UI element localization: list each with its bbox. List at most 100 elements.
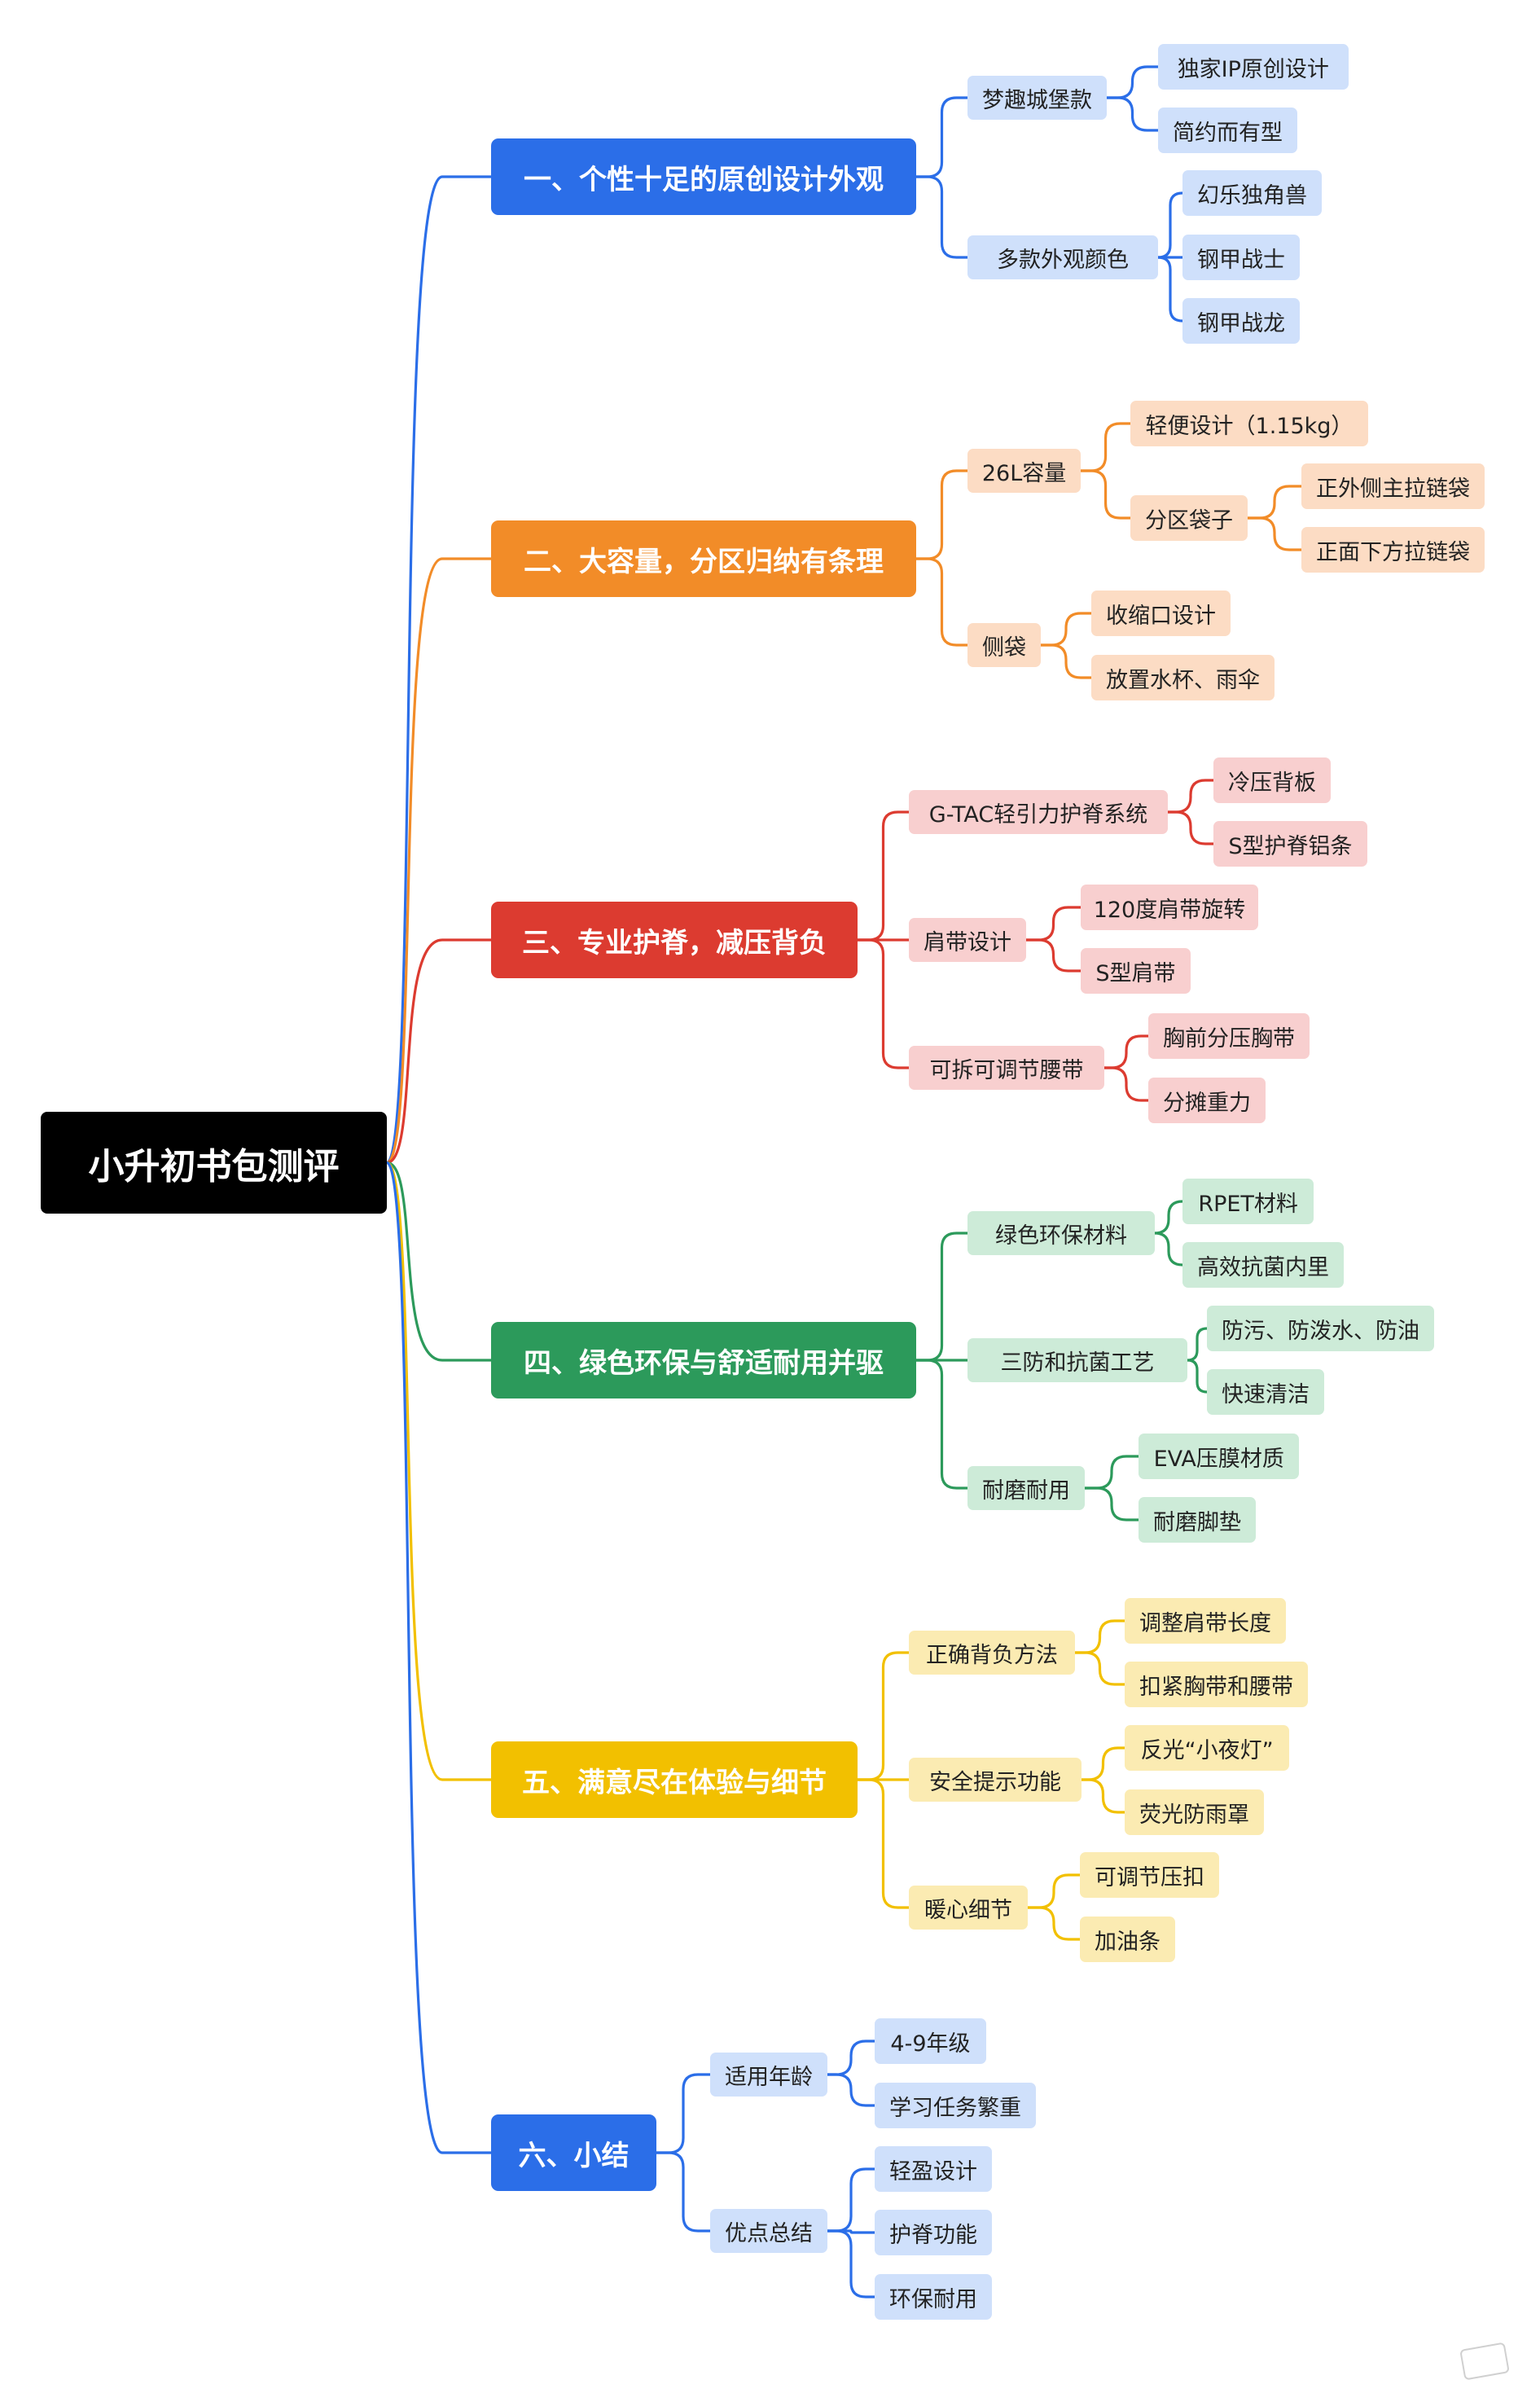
subtopic-node[interactable]: 简约而有型 [1158, 108, 1297, 153]
connector-b2-c1 [915, 557, 969, 647]
connector-b3-c2 [856, 938, 910, 1069]
subtopic-node[interactable]: 反光“小夜灯” [1125, 1725, 1290, 1771]
subtopic-node[interactable]: 加油条 [1080, 1917, 1175, 1962]
connector-root-b1 [385, 175, 493, 1165]
subtopic-node[interactable]: 钢甲战士 [1182, 235, 1300, 280]
connector-b4-c0-g1 [1153, 1232, 1184, 1267]
topic-node[interactable]: 耐磨耐用 [967, 1466, 1085, 1510]
subtopic-node[interactable]: 高效抗菌内里 [1182, 1242, 1344, 1288]
subtopic-node[interactable]: 轻便设计（1.15kg） [1130, 401, 1368, 446]
root-node[interactable]: 小升初书包测评 [41, 1112, 387, 1214]
subtopic-node[interactable]: 分摊重力 [1148, 1078, 1266, 1123]
branch-node-3[interactable]: 三、专业护脊，减压背负 [491, 902, 858, 978]
connector-root-b3 [385, 938, 493, 1165]
connector-b5-c2-g1 [1026, 1906, 1082, 1941]
connector-b1-c0 [915, 96, 969, 178]
connector-b2-c0-g1-h1 [1246, 516, 1303, 551]
topic-node[interactable]: 26L容量 [967, 449, 1082, 493]
connector-b2-c0-g1-h0 [1246, 485, 1303, 520]
subtopic-node[interactable]: 学习任务繁重 [875, 2083, 1036, 2128]
connector-root-b2 [385, 557, 493, 1165]
subtopic-node[interactable]: 环保耐用 [875, 2274, 992, 2320]
connector-b5-c0 [856, 1651, 910, 1781]
subtopic-node[interactable]: 胸前分压胸带 [1148, 1013, 1310, 1059]
connector-b3-c2-g1 [1103, 1066, 1150, 1102]
branch-node-5[interactable]: 五、满意尽在体验与细节 [491, 1741, 858, 1818]
subtopic-node[interactable]: 收缩口设计 [1091, 591, 1231, 636]
subtopic-node[interactable]: 荧光防雨罩 [1125, 1789, 1264, 1835]
detail-node[interactable]: 正外侧主拉链袋 [1301, 463, 1485, 509]
subtopic-node[interactable]: 耐磨脚垫 [1139, 1497, 1256, 1543]
connector-b2-c0-g1 [1079, 469, 1132, 520]
topic-node[interactable]: G-TAC轻引力护脊系统 [909, 790, 1168, 834]
connector-b6-c1-g1 [826, 2229, 876, 2234]
subtopic-node[interactable]: 120度肩带旋转 [1081, 885, 1258, 930]
connector-b6-c0-g1 [826, 2073, 876, 2107]
connector-b6-c0-g0 [826, 2040, 876, 2076]
topic-node[interactable]: 适用年龄 [710, 2053, 827, 2097]
connector-b5-c0-g0 [1073, 1619, 1126, 1654]
connector-b6-c1 [655, 2151, 712, 2233]
connector-b3-c0-g0 [1166, 779, 1215, 814]
connector-b3-c1-g0 [1024, 906, 1082, 942]
topic-node[interactable]: 优点总结 [710, 2209, 827, 2253]
subtopic-node[interactable]: 可调节压扣 [1080, 1852, 1219, 1898]
connector-b4-c1-g0 [1186, 1327, 1209, 1362]
connector-b2-c0-g0 [1079, 422, 1132, 472]
connector-b4-c0 [915, 1232, 969, 1362]
subtopic-node[interactable]: 独家IP原创设计 [1158, 44, 1349, 90]
connector-b2-c1-g0 [1039, 612, 1093, 647]
topic-node[interactable]: 安全提示功能 [909, 1758, 1082, 1802]
branch-node-6[interactable]: 六、小结 [491, 2114, 656, 2191]
branch-node-4[interactable]: 四、绿色环保与舒适耐用并驱 [491, 1322, 916, 1398]
topic-node[interactable]: 侧袋 [967, 623, 1041, 667]
subtopic-node[interactable]: 防污、防泼水、防油 [1207, 1306, 1434, 1351]
topic-node[interactable]: 可拆可调节腰带 [909, 1046, 1104, 1090]
topic-node[interactable]: 暖心细节 [909, 1886, 1028, 1930]
branch-node-1[interactable]: 一、个性十足的原创设计外观 [491, 138, 916, 215]
connector-b3-c0-g1 [1166, 810, 1215, 845]
connector-b2-c0 [915, 469, 969, 560]
connector-b3-c1-g1 [1024, 938, 1082, 973]
connector-b5-c2-g0 [1026, 1873, 1082, 1909]
subtopic-node[interactable]: 4-9年级 [875, 2018, 986, 2064]
subtopic-node[interactable]: 放置水杯、雨伞 [1091, 655, 1275, 700]
connector-b5-c0-g1 [1073, 1651, 1126, 1686]
subtopic-node[interactable]: 幻乐独角兽 [1182, 170, 1322, 216]
subtopic-node[interactable]: 快速清洁 [1207, 1369, 1324, 1415]
connector-b4-c2 [915, 1359, 969, 1490]
subtopic-node[interactable]: EVA压膜材质 [1139, 1434, 1300, 1479]
subtopic-node[interactable]: 轻盈设计 [875, 2146, 992, 2192]
subtopic-node[interactable]: S型肩带 [1081, 948, 1191, 994]
subtopic-node[interactable]: 扣紧胸带和腰带 [1125, 1662, 1308, 1707]
connector-b4-c2-g1 [1083, 1486, 1140, 1521]
topic-node[interactable]: 梦趣城堡款 [967, 76, 1107, 120]
subtopic-node[interactable]: RPET材料 [1182, 1179, 1314, 1224]
topic-node[interactable]: 三防和抗菌工艺 [967, 1338, 1187, 1382]
subtopic-node[interactable]: S型护脊铝条 [1213, 821, 1367, 867]
subtopic-node[interactable]: 钢甲战龙 [1182, 298, 1300, 344]
detail-node[interactable]: 正面下方拉链袋 [1301, 527, 1485, 573]
connector-root-b6 [385, 1161, 493, 2154]
connector-b6-c1-g2 [826, 2229, 876, 2299]
connector-b5-c2 [856, 1778, 910, 1909]
connector-b2-c1-g1 [1039, 643, 1093, 679]
connector-b5-c1-g0 [1080, 1746, 1126, 1781]
topic-node[interactable]: 绿色环保材料 [967, 1211, 1155, 1255]
connector-b5-c1-g1 [1080, 1778, 1126, 1814]
topic-node[interactable]: 正确背负方法 [909, 1631, 1075, 1675]
subtopic-node[interactable]: 冷压背板 [1213, 757, 1331, 803]
connector-b3-c2-g0 [1103, 1034, 1150, 1069]
subtopic-node[interactable]: 分区袋子 [1130, 495, 1248, 541]
connector-b4-c1-g1 [1186, 1359, 1209, 1394]
topic-node[interactable]: 肩带设计 [909, 918, 1026, 962]
subtopic-node[interactable]: 调整肩带长度 [1125, 1598, 1286, 1644]
topic-node[interactable]: 多款外观颜色 [967, 235, 1158, 279]
branch-node-2[interactable]: 二、大容量，分区归纳有条理 [491, 520, 916, 597]
connector-b4-c0-g0 [1153, 1200, 1184, 1235]
subtopic-node[interactable]: 护脊功能 [875, 2210, 992, 2255]
connector-b1-c1-g0 [1156, 191, 1184, 259]
connector-b1-c1-g2 [1156, 256, 1184, 323]
